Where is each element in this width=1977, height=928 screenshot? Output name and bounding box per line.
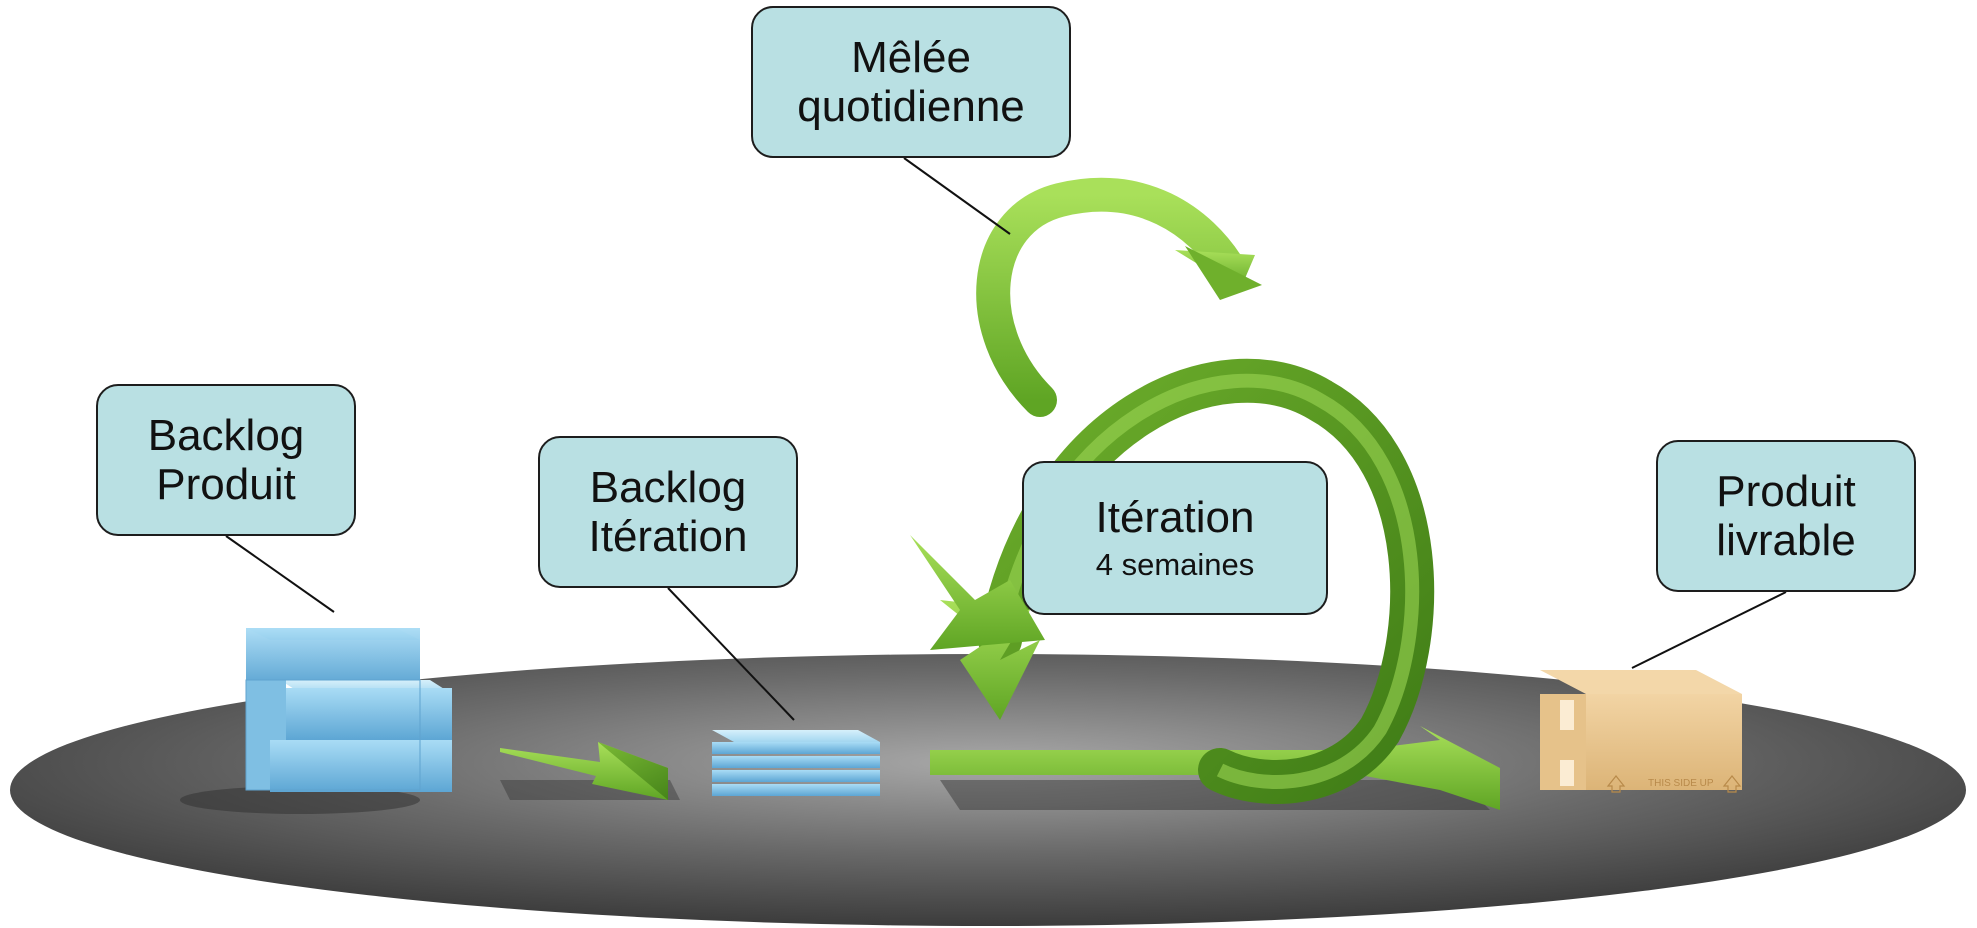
sprint-backlog-sheets-icon: [712, 730, 880, 796]
shadow: [940, 780, 1490, 810]
connector-line: [1631, 591, 1787, 669]
callout-text: livrable: [1716, 516, 1856, 565]
product-backlog-blocks-icon: [245, 628, 452, 792]
callout-title: Itération: [1095, 493, 1255, 542]
callout-daily-scrum: Mêlée quotidienne: [751, 6, 1071, 158]
callout-text: Produit: [1716, 466, 1856, 516]
callout-text: Backlog: [589, 462, 747, 512]
connector-line: [667, 587, 795, 721]
callout-iteration-backlog: Backlog Itération: [538, 436, 798, 588]
callout-deliverable-product: Produit livrable: [1656, 440, 1916, 592]
callout-text: Backlog: [147, 410, 305, 460]
callout-text: quotidienne: [797, 82, 1025, 131]
callout-iteration: Itération 4 semaines: [1022, 461, 1328, 615]
connector-line: [225, 535, 335, 613]
callout-product-backlog: Backlog Produit: [96, 384, 356, 536]
deliverable-box-icon: THIS SIDE UP: [1540, 670, 1742, 793]
connector-line: [903, 157, 1011, 235]
platform-disc: [10, 654, 1966, 926]
iteration-loop-arrow-icon: [910, 177, 1500, 810]
callout-text: Produit: [156, 460, 296, 509]
small-arrow-icon: [500, 742, 668, 800]
callout-text: Itération: [588, 512, 748, 561]
callout-text: Mêlée: [851, 32, 971, 82]
callout-duration: 4 semaines: [1095, 547, 1255, 583]
box-label: THIS SIDE UP: [1648, 778, 1714, 789]
shadow: [180, 786, 420, 814]
